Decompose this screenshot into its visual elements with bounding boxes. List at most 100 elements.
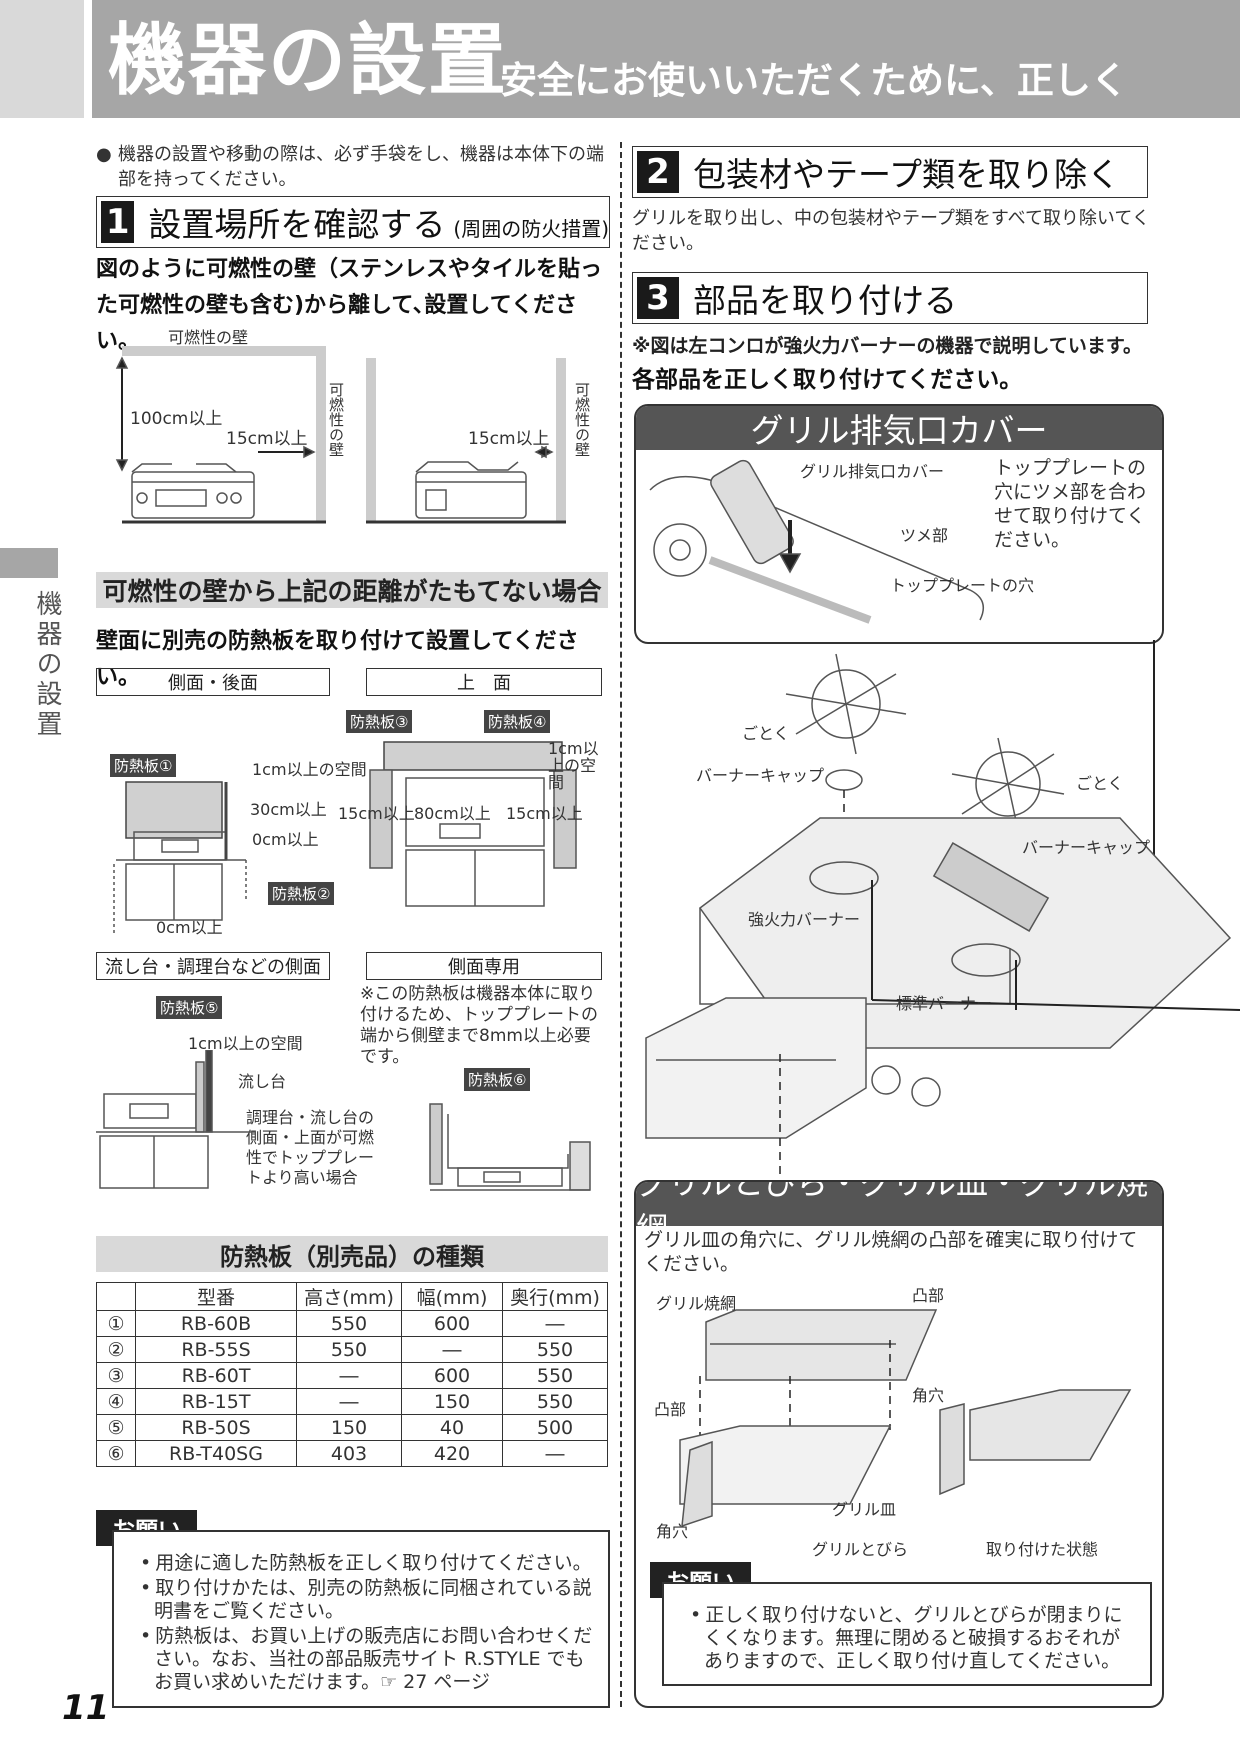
label-hole-left: 角穴 <box>656 1522 689 1541</box>
label-cap-right: バーナーキャップ <box>1022 838 1151 857</box>
step2-number: 2 <box>637 151 679 193</box>
table-cell: RB-55S <box>135 1336 297 1363</box>
side-tab-marker <box>0 548 58 578</box>
step2-text: グリルを取り出し、中の包装材やテープ類をすべて取り除いてください。 <box>632 208 1150 254</box>
plate3-tag: 防熱板③ <box>346 710 413 733</box>
table-cell: ― <box>502 1440 608 1467</box>
table-cell: 600 <box>401 1310 503 1337</box>
dim-sink-note: 調理台・流し台の側面・上面が可燃性でトッププレートより高い場合 <box>246 1108 375 1187</box>
label-tab: ツメ部 <box>900 526 949 545</box>
table-header-row: 型番 高さ(mm) 幅(mm) 奥行(mm) <box>96 1282 608 1311</box>
plate6-tag: 防熱板⑥ <box>464 1068 531 1091</box>
stove-illustration <box>645 640 1240 1180</box>
plate1-tag: 防熱板① <box>110 754 177 777</box>
table-cell: 550 <box>296 1310 402 1337</box>
side-only-note: ※この防熱板は機器本体に取り付けるため、トッププレートの端から側壁まで8mm以上… <box>360 984 598 1067</box>
step2-title: 包装材やテープ類を取り除く <box>693 155 1121 194</box>
step3-number: 3 <box>637 277 679 319</box>
note-left-item: 取り付けかたは、別売の防熱板に同梱されている説明書をご覧ください。 <box>136 1577 594 1623</box>
page-number: 11 <box>62 1688 110 1728</box>
step3-note: ※図は左コンロが強火力バーナーの機器で説明しています。 <box>632 335 1143 357</box>
label-15cm-b: 15cm以上 <box>468 429 550 449</box>
table-cell: RB-T40SG <box>135 1440 297 1467</box>
column-divider <box>620 142 622 1707</box>
dim-w15l: 15cm以上 <box>338 804 415 823</box>
table-title: 防熱板（別売品）の種類 <box>96 1236 608 1272</box>
sink-side-illustration <box>96 1050 256 1189</box>
table-header-cell <box>96 1282 136 1311</box>
label-cover: グリル排気口カバー <box>800 462 945 481</box>
table-cell: ⑤ <box>96 1414 136 1441</box>
step1-lead: 図のように可燃性の壁（ステンレスやタイルを貼った可燃性の壁も含む)から離して､設… <box>96 257 603 354</box>
table-cell: 600 <box>401 1362 503 1389</box>
table-cell: RB-60T <box>135 1362 297 1389</box>
dim-gap1: 1cm以上の空間 <box>252 760 367 779</box>
table-cell: ― <box>296 1362 402 1389</box>
plate2-tag: 防熱板② <box>268 882 335 905</box>
exhaust-cover-illustration <box>649 459 985 624</box>
label-hole-right: 角穴 <box>912 1386 945 1405</box>
step3-lead: 各部品を正しく取り付けてください。 <box>632 367 1023 393</box>
table-cell: 550 <box>502 1336 608 1363</box>
label-trivet-left: ごとく <box>742 724 790 743</box>
page-subtitle: 安全にお使いいただくために、正しく <box>500 59 1128 102</box>
table-header-cell: 幅(mm) <box>401 1282 503 1311</box>
table-cell: 550 <box>296 1336 402 1363</box>
top-view-illustration <box>369 741 577 907</box>
step3-title: 部品を取り付ける <box>693 281 957 320</box>
side-back-illustration <box>113 781 247 936</box>
table-cell: 150 <box>401 1388 503 1415</box>
table-cell: 40 <box>401 1414 503 1441</box>
dim-top-gap: 1cm以上の空間 <box>548 739 599 792</box>
label-strong-burner: 強火力バーナー <box>748 910 861 929</box>
dim-h0: 0cm以上 <box>252 830 319 849</box>
table-cell: 550 <box>502 1388 608 1415</box>
page-title: 機器の設置 <box>108 16 509 106</box>
label-trivet-right: ごとく <box>1076 774 1124 793</box>
sub-lead: 壁面に別売の防熱板を取り付けて設置してください。 <box>96 629 579 690</box>
table-cell: RB-50S <box>135 1414 297 1441</box>
step1-title: 設置場所を確認する <box>148 205 446 244</box>
table-cell: ― <box>296 1388 402 1415</box>
step1-number: 1 <box>101 201 135 243</box>
table-cell: 403 <box>296 1440 402 1467</box>
side-only-illustration <box>429 1103 591 1191</box>
table-cell: 500 <box>502 1414 608 1441</box>
label-cap-left: バーナーキャップ <box>696 766 825 785</box>
label-15cm-a: 15cm以上 <box>226 429 308 449</box>
step2-heading: 2 包装材やテープ類を取り除く <box>632 146 1148 198</box>
step1-title-note: (周囲の防火措置) <box>453 217 609 241</box>
dim-sink: 流し台 <box>238 1072 287 1091</box>
header-tab <box>0 0 84 118</box>
clearance-illustration <box>115 346 566 524</box>
note-right-item: 正しく取り付けないと、グリルとびらが閉まりにくくなります。無理に閉めると破損する… <box>686 1604 1136 1673</box>
label-grill-net: グリル焼網 <box>656 1294 737 1313</box>
label-wall-side-a: 可燃性の壁 <box>327 382 345 457</box>
table-cell: ― <box>502 1310 608 1337</box>
view-side-back-label: 側面・後面 <box>96 668 330 696</box>
label-grill-door: グリルとびら <box>812 1540 909 1559</box>
plate4-tag: 防熱板④ <box>484 710 551 733</box>
sub-band-heading: 可燃性の壁から上記の距離がたもてない場合 <box>96 572 608 608</box>
dim-b0: 0cm以上 <box>156 918 223 937</box>
label-done: 取り付けた状態 <box>986 1540 1099 1559</box>
step1-heading: 1 設置場所を確認する (周囲の防火措置) <box>96 196 610 248</box>
label-wall-side-b: 可燃性の壁 <box>573 382 591 457</box>
grill-parts-illustration <box>679 1309 1132 1528</box>
label-standard-burner: 標準バーナー <box>896 994 993 1013</box>
view-sink-side-label: 流し台・調理台などの側面 <box>96 952 330 980</box>
note-right-box: 正しく取り付けないと、グリルとびらが閉まりにくくなります。無理に閉めると破損する… <box>662 1582 1152 1686</box>
table-cell: ④ <box>96 1388 136 1415</box>
table-cell: ⑥ <box>96 1440 136 1467</box>
plate5-tag: 防熱板⑤ <box>156 996 223 1019</box>
table-cell: 150 <box>296 1414 402 1441</box>
step3-heading: 3 部品を取り付ける <box>632 272 1148 324</box>
table-cell: ③ <box>96 1362 136 1389</box>
